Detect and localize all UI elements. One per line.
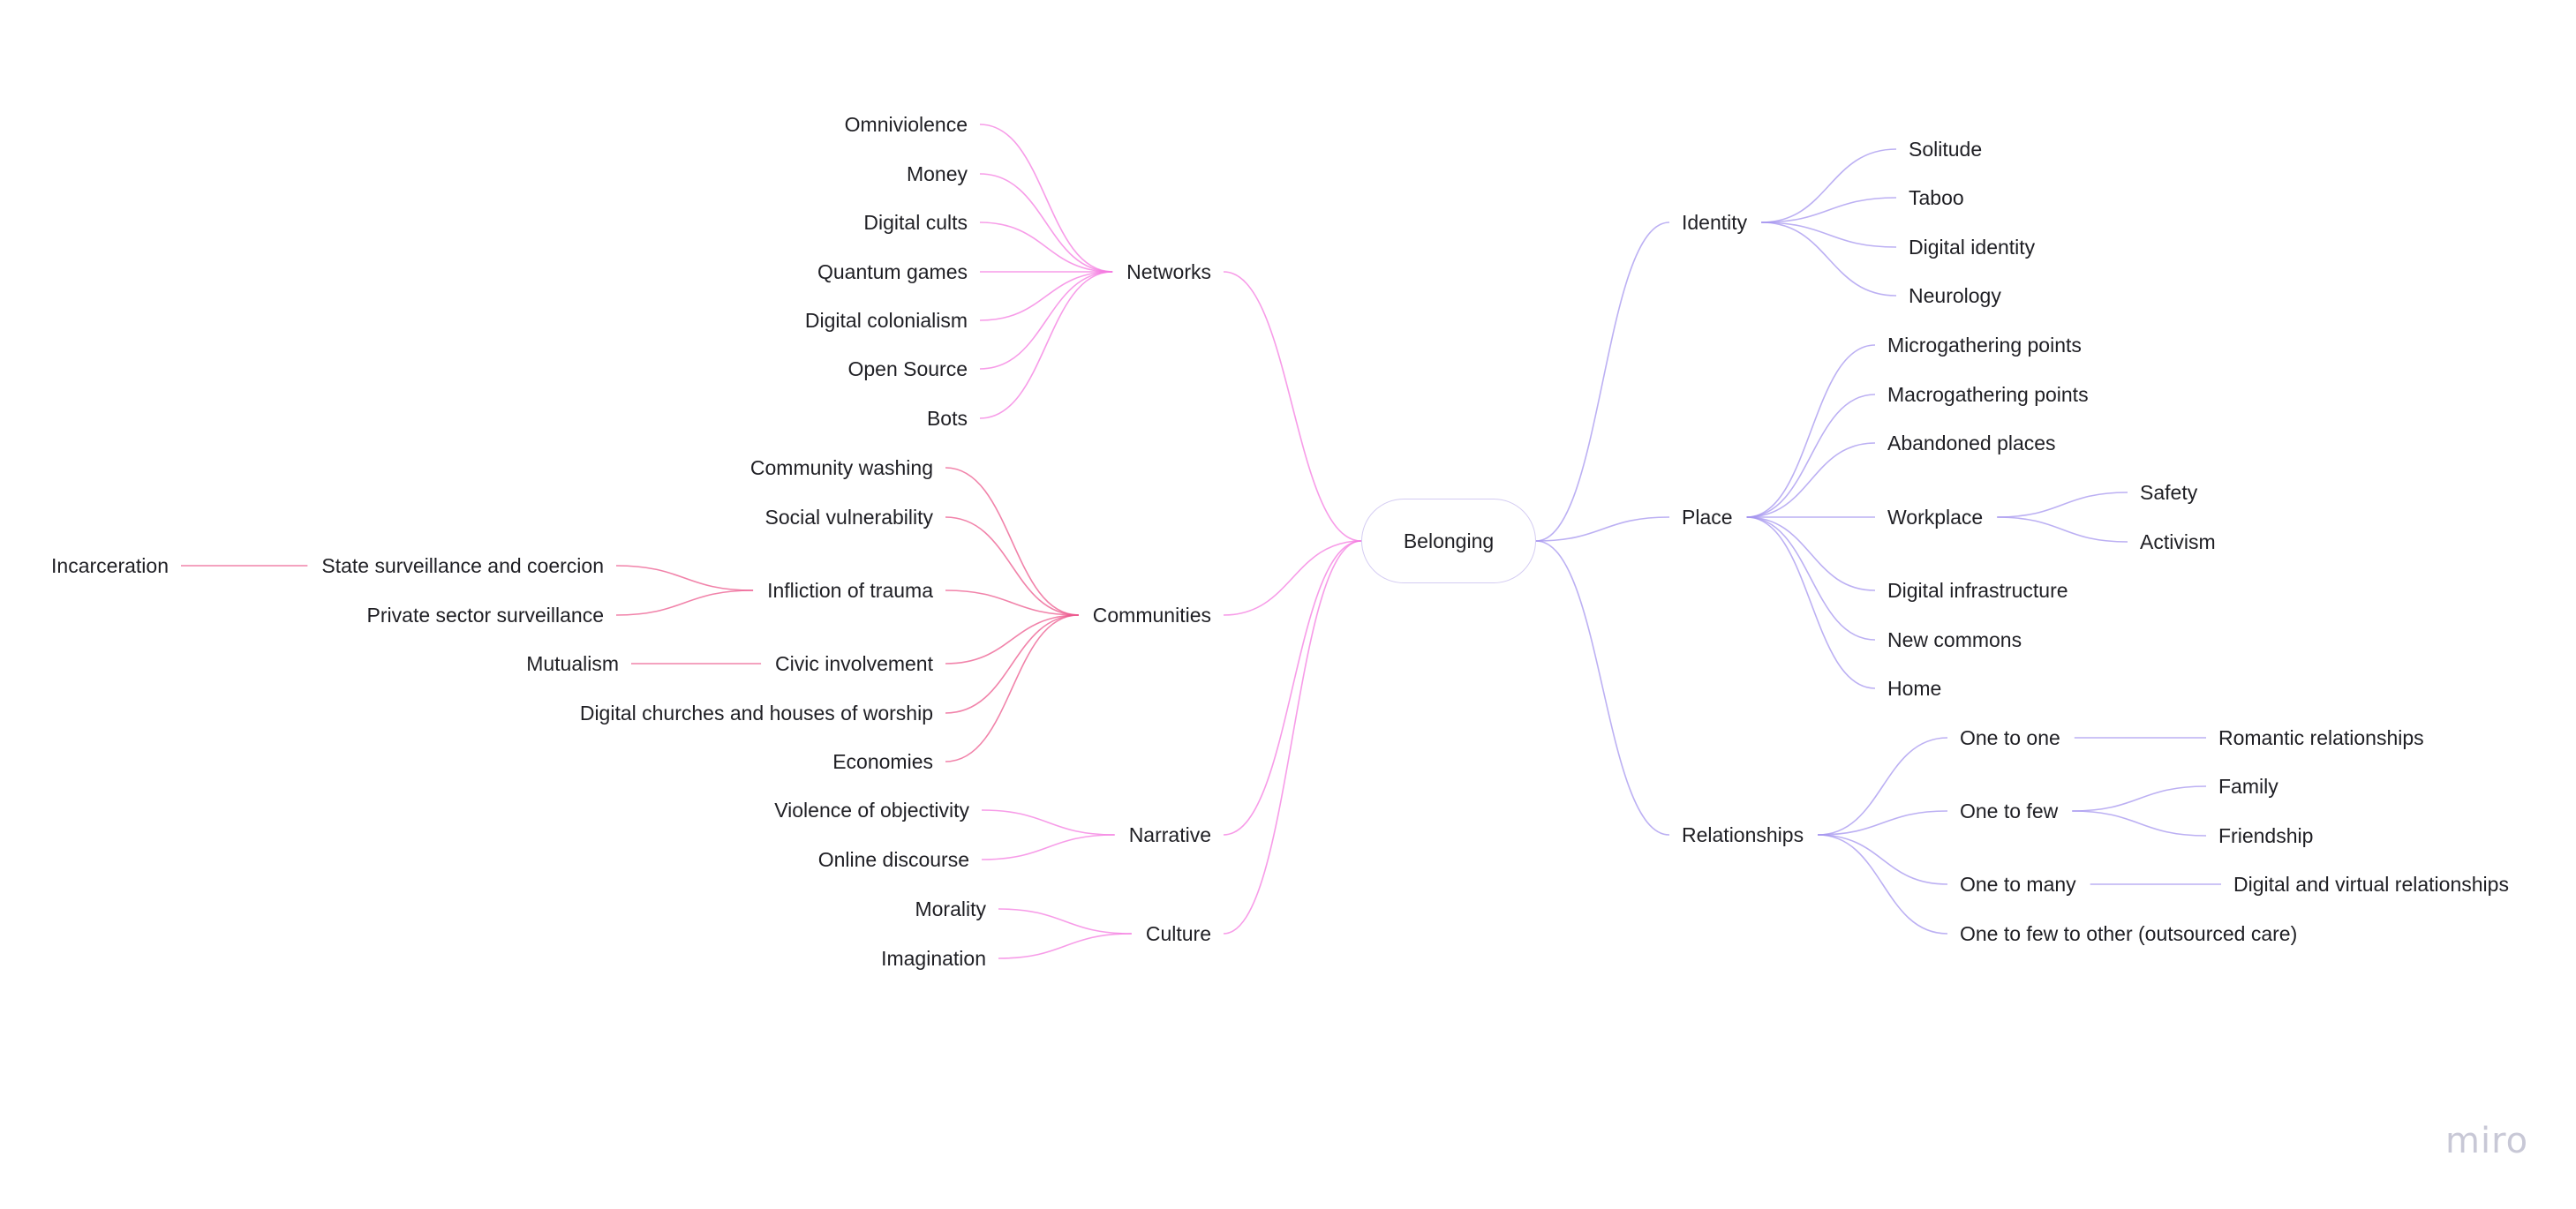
mindmap-link [945,467,1079,616]
node-mutualism[interactable]: Mutualism [526,652,619,675]
node-money[interactable]: Money [906,162,968,185]
mindmap-link [1535,516,1670,542]
node-family[interactable]: Family [2218,775,2278,798]
node-private-sector-surveillance[interactable]: Private sector surveillance [366,604,604,627]
mindmap-link [1223,540,1362,616]
node-abandoned-places[interactable]: Abandoned places [1887,432,2056,454]
mindmap-link [615,589,754,616]
node-safety[interactable]: Safety [2140,481,2198,504]
mindmap-link [945,516,1079,616]
node-taboo[interactable]: Taboo [1909,186,1964,209]
node-microgathering-points[interactable]: Microgathering points [1887,334,2082,357]
node-economies[interactable]: Economies [832,750,933,773]
node-workplace[interactable]: Workplace [1887,506,1984,529]
mindmap-link [1761,222,1897,248]
mindmap-link [1746,344,1876,518]
node-quantum-games[interactable]: Quantum games [817,260,968,283]
mindmap-link [1746,516,1876,689]
mindmap-link [1535,222,1670,542]
node-one-to-one[interactable]: One to one [1960,726,2060,749]
node-digital-infrastructure[interactable]: Digital infrastructure [1887,579,2068,602]
mindmap-link [2072,785,2207,812]
mindmap-link [1761,148,1897,223]
mindmap-link [1223,271,1362,542]
node-digital-identity[interactable]: Digital identity [1909,236,2036,259]
mindmap-link [979,271,1113,370]
mindmap-link [1818,810,1948,836]
node-morality[interactable]: Morality [915,897,986,920]
node-communities[interactable]: Communities [1092,604,1211,627]
node-community-washing[interactable]: Community washing [749,456,933,479]
mindmap-link [1997,492,2128,518]
mindmap-link [1223,540,1362,935]
mindmap-link [945,614,1079,714]
mindmap-link [979,173,1113,273]
mindmap-link [1223,540,1362,836]
miro-logo: miro [2445,1121,2529,1161]
mindmap-link [1997,516,2128,543]
node-digital-and-virtual-relationships[interactable]: Digital and virtual relationships [2233,873,2509,896]
mindmap-link [615,565,754,591]
node-romantic-relationships[interactable]: Romantic relationships [2218,726,2424,749]
node-incarceration[interactable]: Incarceration [51,554,169,577]
node-bots[interactable]: Bots [926,407,968,430]
node-online-discourse[interactable]: Online discourse [817,848,969,871]
mindmap-link [979,271,1113,419]
root-label: Belonging [1403,529,1495,552]
mindmap-link [1818,737,1948,836]
node-open-source[interactable]: Open Source [847,357,968,380]
mindmap-link [998,933,1132,959]
mindmap-link [981,834,1115,860]
node-digital-colonialism[interactable]: Digital colonialism [804,309,968,332]
mindmap-link [1746,516,1876,641]
node-culture[interactable]: Culture [1145,922,1211,945]
mindmap-link [981,809,1115,836]
node-new-commons[interactable]: New commons [1887,628,2022,651]
node-macrogathering-points[interactable]: Macrogathering points [1887,383,2089,406]
node-friendship[interactable]: Friendship [2218,824,2314,847]
mindmap-link [1818,834,1948,935]
node-social-vulnerability[interactable]: Social vulnerability [765,506,933,529]
node-home[interactable]: Home [1887,677,1942,700]
node-one-to-few-to-other-outsourced-care[interactable]: One to few to other (outsourced care) [1960,922,2298,945]
node-one-to-few[interactable]: One to few [1960,800,2059,822]
node-solitude[interactable]: Solitude [1909,138,1983,161]
mindmap-link [1535,540,1670,836]
node-civic-involvement[interactable]: Civic involvement [775,652,933,675]
mindmap-link [945,614,1079,762]
mindmap-link [945,589,1079,616]
mindmap-link [1746,394,1876,518]
node-omniviolence[interactable]: Omniviolence [844,113,968,136]
mindmap-link [1761,222,1897,297]
node-activism[interactable]: Activism [2140,530,2216,553]
node-one-to-many[interactable]: One to many [1960,873,2076,896]
node-imagination[interactable]: Imagination [881,947,986,970]
node-digital-cults[interactable]: Digital cults [863,211,968,234]
mindmap-link [979,124,1113,273]
mindmap-link [945,614,1079,665]
mindmap-link [1818,834,1948,885]
mindmap-link [2072,810,2207,837]
mindmap-link [1746,442,1876,518]
node-networks[interactable]: Networks [1126,260,1211,283]
mindmap-link [1761,197,1897,223]
node-violence-of-objectivity[interactable]: Violence of objectivity [774,799,969,822]
node-state-surveillance-and-coercion[interactable]: State surveillance and coercion [321,554,604,577]
node-relationships[interactable]: Relationships [1682,823,1804,846]
node-identity[interactable]: Identity [1682,211,1748,234]
node-infliction-of-trauma[interactable]: Infliction of trauma [767,579,933,602]
node-digital-churches-and-houses-of-worship[interactable]: Digital churches and houses of worship [579,702,933,725]
node-narrative[interactable]: Narrative [1128,823,1211,846]
mindmap-link [1746,516,1876,591]
mindmap-link [979,271,1113,321]
mindmap-link [998,908,1132,935]
node-place[interactable]: Place [1682,506,1733,529]
node-neurology[interactable]: Neurology [1909,284,2001,307]
root-node[interactable]: Belonging [1361,499,1536,583]
mindmap-link [979,222,1113,273]
